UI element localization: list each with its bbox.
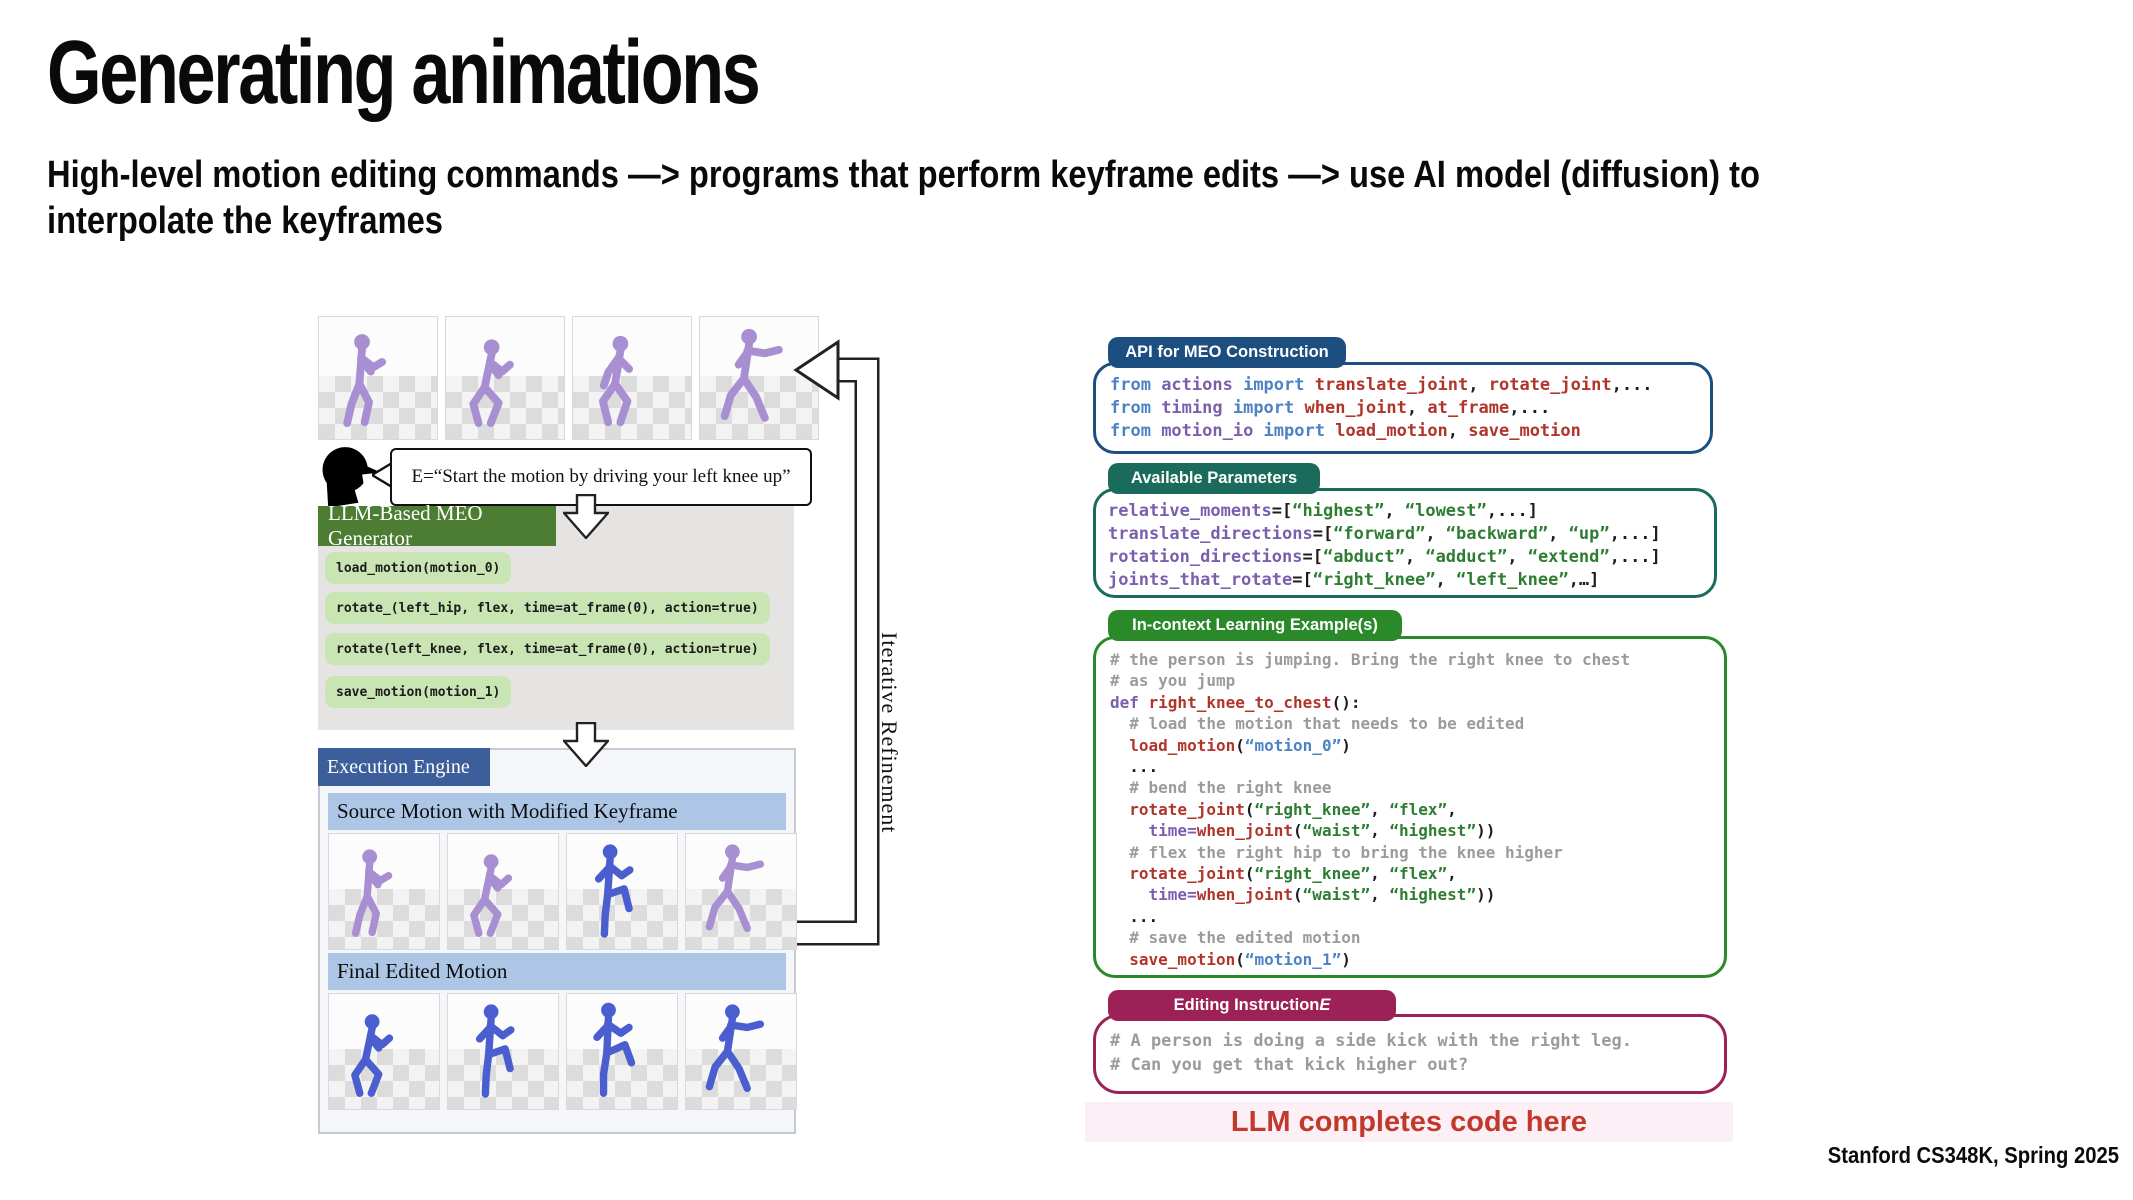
down-arrow-icon: [563, 722, 609, 767]
final-motion-label: Final Edited Motion: [337, 959, 508, 983]
motion-frame: [318, 316, 438, 440]
course-footer: Stanford CS348K, Spring 2025: [1827, 1142, 2119, 1168]
tab-editing-label-em: E: [1319, 996, 1331, 1014]
checkerboard-floor: [567, 889, 677, 949]
speech-bubble-tip: [372, 462, 392, 488]
motion-frame: [566, 833, 678, 950]
tab-incontext-examples: In-context Learning Example(s): [1108, 610, 1402, 641]
meo-generator-header: LLM-Based MEO Generator: [318, 501, 556, 550]
humanoid-figure: [469, 338, 515, 427]
tab-api-label: API for MEO Construction: [1125, 343, 1329, 361]
llm-completes-band: LLM completes code here: [1085, 1102, 1733, 1142]
speech-text: E=“Start the motion by driving your left…: [411, 466, 791, 487]
page-subtitle: High-level motion editing commands —> pr…: [47, 154, 1760, 243]
checkerboard-floor: [448, 1049, 558, 1109]
iterative-refinement-loop-arrow: [793, 339, 880, 946]
api-code-panel: from actions import translate_joint, rot…: [1093, 362, 1713, 454]
page-title: Generating animations: [47, 23, 761, 123]
tab-incontext-label: In-context Learning Example(s): [1132, 616, 1378, 634]
source-motion-frames: [328, 833, 797, 950]
code-pill: save_motion(motion_1): [325, 676, 512, 708]
tab-params-label: Available Parameters: [1130, 469, 1298, 487]
humanoid-figure: [351, 1014, 394, 1098]
humanoid-figure: [470, 854, 513, 938]
checkerboard-floor: [448, 889, 558, 949]
checkerboard-floor: [319, 375, 437, 439]
humanoid-figure: [721, 328, 784, 422]
humanoid-figure: [595, 844, 634, 939]
meo-generator-title: LLM-Based MEO Generator: [328, 501, 483, 550]
checkerboard-floor: [446, 375, 564, 439]
checkerboard-floor: [573, 375, 691, 439]
tab-api-construction: API for MEO Construction: [1108, 337, 1346, 368]
humanoid-figure: [705, 1004, 765, 1093]
editing-instruction-panel: # A person is doing a side kick with the…: [1093, 1014, 1727, 1094]
checkerboard-floor: [329, 889, 439, 949]
tab-editing-instruction: Editing Instruction E: [1108, 990, 1396, 1021]
humanoid-figure: [705, 844, 765, 933]
down-arrow-icon: [563, 494, 609, 539]
checkerboard-floor: [567, 1049, 677, 1109]
execution-engine-title: Execution Engine: [327, 755, 470, 778]
motion-frame: [445, 316, 565, 440]
motion-frame: [447, 993, 559, 1110]
llm-completes-text: LLM completes code here: [1230, 1105, 1588, 1138]
execution-engine-header: Execution Engine: [318, 748, 490, 786]
motion-frame: [447, 833, 559, 950]
humanoid-figure: [599, 335, 634, 426]
humanoid-figure: [352, 849, 393, 938]
code-pill: rotate_(left_hip, flex, time=at_frame(0)…: [325, 592, 770, 624]
iterative-refinement-label: Iterative Refinement: [877, 632, 902, 834]
code-pill: load_motion(motion_0): [325, 552, 512, 584]
motion-frame: [572, 316, 692, 440]
input-motion-frames: [318, 316, 819, 440]
incontext-code-panel: # the person is jumping. Bring the right…: [1093, 636, 1727, 978]
tab-available-parameters: Available Parameters: [1108, 463, 1320, 494]
motion-frame: [685, 833, 797, 950]
humanoid-figure: [476, 1004, 515, 1099]
motion-frame: [328, 993, 440, 1110]
parameters-code-panel: relative_moments=[“highest”, “lowest”,..…: [1093, 488, 1717, 598]
motion-frame: [328, 833, 440, 950]
final-motion-band: Final Edited Motion: [328, 953, 786, 990]
source-motion-label: Source Motion with Modified Keyframe: [337, 799, 678, 823]
final-motion-frames: [328, 993, 797, 1110]
source-motion-band: Source Motion with Modified Keyframe: [328, 793, 786, 830]
humanoid-figure: [593, 1003, 636, 1098]
motion-frame: [685, 993, 797, 1110]
tab-editing-label: Editing Instruction: [1173, 996, 1320, 1014]
speech-bubble: E=“Start the motion by driving your left…: [390, 448, 812, 506]
motion-frame: [566, 993, 678, 1110]
humanoid-figure: [343, 333, 387, 427]
speaking-head-icon: [322, 447, 380, 508]
code-pill: rotate(left_knee, flex, time=at_frame(0)…: [325, 633, 770, 665]
checkerboard-floor: [329, 1049, 439, 1109]
